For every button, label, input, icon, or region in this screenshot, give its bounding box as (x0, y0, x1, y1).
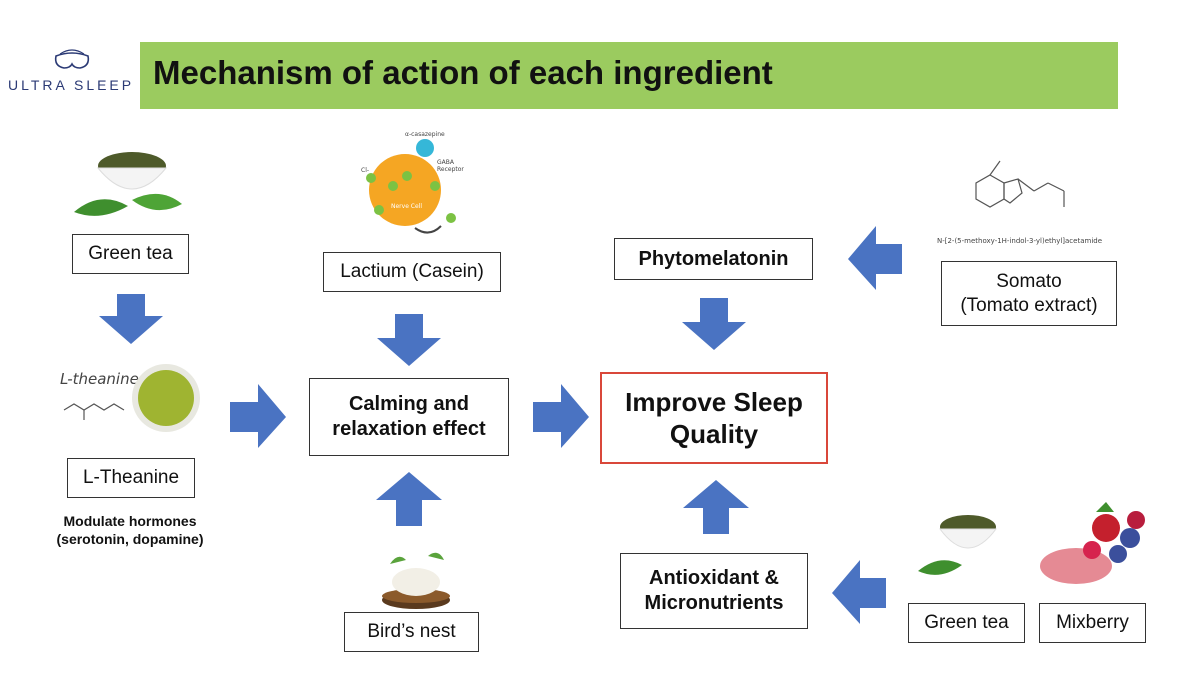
somato-box: Somato (Tomato extract) (941, 261, 1117, 326)
green-tea-right-box: Green tea (908, 603, 1025, 643)
green-tea-right-image (918, 515, 997, 575)
arrow-up-birds-nest (376, 472, 442, 526)
l-theanine-box: L-Theanine (67, 458, 195, 498)
birds-nest-image (382, 552, 450, 609)
mixberry-label: Mixberry (1056, 612, 1129, 634)
l-theanine-script: L-theanine (60, 370, 139, 388)
gaba-label-2: Receptor (437, 166, 464, 173)
melatonin-molecule (975, 160, 1065, 208)
sleep-mask-icon (54, 49, 90, 69)
green-tea-left-box: Green tea (72, 234, 189, 274)
arrow-up-antioxidant (683, 480, 749, 534)
calming-line-2: relaxation effect (332, 418, 486, 440)
calming-line-1: Calming and (348, 393, 469, 415)
improve-line-1: Improve Sleep (625, 386, 803, 417)
lactium-box: Lactium (Casein) (323, 252, 501, 292)
arrow-down-phytomelatonin (682, 298, 746, 350)
improve-line-2: Quality (669, 419, 759, 449)
page-title: Mechanism of action of each ingredient (153, 54, 773, 91)
arrow-right-calming (533, 384, 589, 448)
modulate-hormones-text: Modulate hormones (serotonin, dopamine) (40, 512, 220, 548)
green-tea-image (74, 152, 182, 216)
green-tea-right-label: Green tea (924, 612, 1009, 634)
cl-label: Cl- (361, 167, 369, 174)
calming-box: Calming and relaxation effect (309, 378, 509, 456)
antioxidant-line-2: Micronutrients (644, 592, 784, 614)
title-banner (140, 42, 1118, 109)
somato-line-1: Somato (996, 270, 1062, 292)
nerve-cell-label: Nerve Cell (391, 203, 422, 210)
arrow-down-green-tea (99, 294, 163, 344)
logo (8, 40, 133, 100)
somato-line-2: (Tomato extract) (960, 294, 1098, 316)
l-theanine-label: L-Theanine (82, 467, 180, 489)
gaba-receptor-illustration: α-casazepine GABA Receptor Nerve Cell Cl… (361, 131, 464, 234)
modulate-line-2: (serotonin, dopamine) (56, 531, 204, 548)
gaba-label-1: GABA (437, 159, 455, 166)
modulate-line-1: Modulate hormones (63, 513, 197, 529)
antioxidant-line-1: Antioxidant & (649, 567, 779, 589)
improve-sleep-box: Improve Sleep Quality (600, 372, 828, 464)
birds-nest-label: Bird’s nest (367, 621, 456, 643)
lactium-label: Lactium (Casein) (340, 261, 484, 283)
logo-text: ULTRA SLEEP (8, 77, 135, 93)
antioxidant-box: Antioxidant & Micronutrients (620, 553, 808, 629)
arrow-right-theanine (230, 384, 286, 448)
mixberry-box: Mixberry (1039, 603, 1146, 643)
arrow-left-somato (848, 226, 902, 290)
casazepine-label: α-casazepine (405, 131, 445, 138)
birds-nest-box: Bird’s nest (344, 612, 479, 652)
arrow-left-berries (832, 560, 886, 624)
matcha-bowl-image (132, 364, 200, 432)
green-tea-left-label: Green tea (88, 243, 173, 265)
mixberry-image (1040, 502, 1145, 584)
melatonin-caption: N-[2-(5-methoxy-1H-indol-3-yl)ethyl]acet… (936, 237, 1103, 245)
phytomelatonin-box: Phytomelatonin (614, 238, 813, 280)
l-theanine-molecule (63, 403, 125, 420)
phytomelatonin-label: Phytomelatonin (638, 247, 789, 270)
arrow-down-lactium (377, 314, 441, 366)
